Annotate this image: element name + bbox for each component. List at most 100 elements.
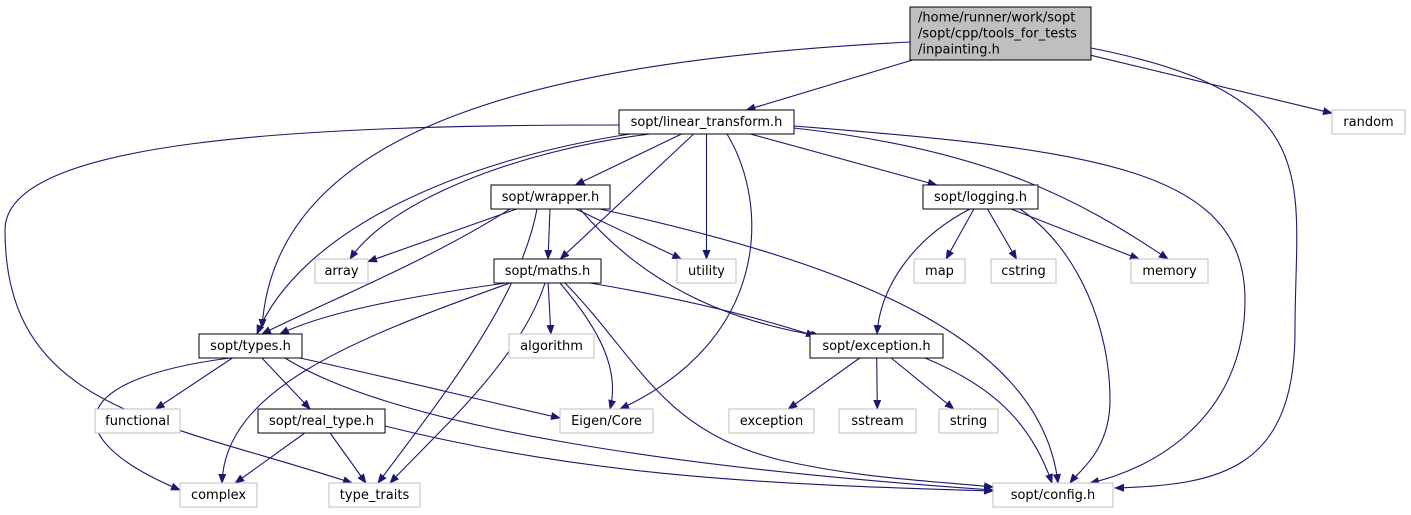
edge-wrapper-to-config <box>599 208 1061 484</box>
node-label: complex <box>191 488 246 503</box>
edge-inpainting-to-linear-transform <box>745 59 913 112</box>
node-box <box>913 258 966 284</box>
node-box <box>508 333 595 359</box>
node-box <box>179 482 258 508</box>
node-string: string <box>938 408 999 434</box>
node-config: sopt/config.h <box>992 482 1114 508</box>
node-map: map <box>913 258 966 284</box>
node-box <box>909 6 1092 61</box>
edge-logging-to-exception-h <box>873 208 971 335</box>
node-inpainting[interactable]: /home/runner/work/sopt/sopt/cpp/tools_fo… <box>909 6 1092 61</box>
edge-maths-to-eigen-core <box>559 282 617 410</box>
edge-maths-to-config <box>564 282 994 491</box>
node-exception: exception <box>728 408 815 434</box>
node-array: array <box>314 258 369 284</box>
edge-linear-transform-to-array <box>349 133 651 260</box>
node-box <box>922 184 1039 210</box>
node-label: algorithm <box>520 339 583 354</box>
edge-linear-transform-to-logging <box>750 133 938 187</box>
node-box <box>992 482 1114 508</box>
node-box <box>1331 109 1406 135</box>
node-box <box>990 258 1057 284</box>
node-box <box>490 184 611 210</box>
edge-linear-transform-to-config <box>793 125 1246 485</box>
node-label: functional <box>105 414 170 429</box>
nodes-layer: /home/runner/work/sopt/sopt/cpp/tools_fo… <box>94 6 1406 508</box>
node-eigen-core: Eigen/Core <box>559 408 654 434</box>
node-sstream: sstream <box>838 408 917 434</box>
node-box <box>328 482 421 508</box>
node-random: random <box>1331 109 1406 135</box>
node-cstring: cstring <box>990 258 1057 284</box>
node-exception-h[interactable]: sopt/exception.h <box>809 333 944 359</box>
node-box <box>198 333 303 359</box>
node-label: sopt/types.h <box>210 339 291 354</box>
edge-maths-to-types <box>279 282 507 335</box>
node-label: type_traits <box>340 488 410 503</box>
edge-linear-transform-to-wrapper <box>574 133 682 186</box>
edge-logging-to-memory <box>1010 208 1140 260</box>
node-label: /sopt/cpp/tools_for_tests <box>918 27 1077 42</box>
node-utility: utility <box>676 258 737 284</box>
edge-wrapper-to-array <box>367 208 517 263</box>
node-label: sopt/logging.h <box>934 190 1027 205</box>
edge-exception-h-to-exception <box>787 357 861 410</box>
edge-real-type-to-type-traits <box>329 432 367 484</box>
edge-types-to-functional <box>154 357 233 410</box>
edge-logging-to-map <box>945 208 975 260</box>
edge-real-type-to-config <box>384 425 994 495</box>
node-label: map <box>925 264 954 279</box>
edge-wrapper-to-types <box>261 208 511 335</box>
edge-linear-transform-to-types <box>256 133 631 335</box>
edge-wrapper-to-maths <box>544 208 553 260</box>
node-complex: complex <box>179 482 258 508</box>
node-algorithm: algorithm <box>508 333 595 359</box>
node-box <box>94 408 181 434</box>
edge-linear-transform-to-memory <box>793 127 1169 260</box>
node-linear-transform[interactable]: sopt/linear_transform.h <box>618 109 795 135</box>
node-label: sopt/maths.h <box>505 264 591 279</box>
node-box <box>938 408 999 434</box>
node-label: /home/runner/work/sopt <box>918 11 1075 26</box>
node-real-type[interactable]: sopt/real_type.h <box>257 408 386 434</box>
node-label: cstring <box>1001 264 1045 279</box>
edge-wrapper-to-exception-h <box>579 208 821 339</box>
edge-maths-to-exception-h <box>589 282 816 338</box>
node-box <box>559 408 654 434</box>
node-types[interactable]: sopt/types.h <box>198 333 303 359</box>
edge-logging-to-cstring <box>987 208 1018 260</box>
edge-exception-h-to-config <box>924 357 1053 484</box>
node-label: sopt/linear_transform.h <box>631 115 783 130</box>
node-label: /inpainting.h <box>918 43 1000 58</box>
edge-inpainting-to-config <box>1090 47 1298 492</box>
edge-logging-to-config <box>1019 208 1111 484</box>
edge-types-to-eigen-core <box>299 357 561 420</box>
node-label: exception <box>740 414 804 429</box>
node-label: memory <box>1142 264 1197 279</box>
edge-maths-to-complex <box>218 282 511 484</box>
node-box <box>257 408 386 434</box>
edge-exception-h-to-sstream <box>873 357 882 410</box>
node-box <box>809 333 944 359</box>
node-box <box>314 258 369 284</box>
node-maths[interactable]: sopt/maths.h <box>493 258 602 284</box>
edge-types-to-real-type <box>261 357 311 410</box>
edge-maths-to-type-traits <box>389 282 546 484</box>
node-logging[interactable]: sopt/logging.h <box>922 184 1039 210</box>
node-wrapper[interactable]: sopt/wrapper.h <box>490 184 611 210</box>
node-label: array <box>324 264 358 279</box>
node-box <box>728 408 815 434</box>
node-box <box>618 109 795 135</box>
node-functional: functional <box>94 408 181 434</box>
edge-wrapper-to-type-traits <box>377 208 538 484</box>
node-label: random <box>1343 115 1393 130</box>
edges-layer <box>4 41 1333 495</box>
edge-linear-transform-to-maths <box>559 133 695 260</box>
node-memory: memory <box>1130 258 1209 284</box>
node-box <box>1130 258 1209 284</box>
edge-linear-transform-to-eigen-core <box>619 133 753 410</box>
node-box <box>838 408 917 434</box>
node-label: Eigen/Core <box>571 414 642 429</box>
node-label: sopt/config.h <box>1011 488 1096 503</box>
edge-types-to-config <box>284 357 994 494</box>
